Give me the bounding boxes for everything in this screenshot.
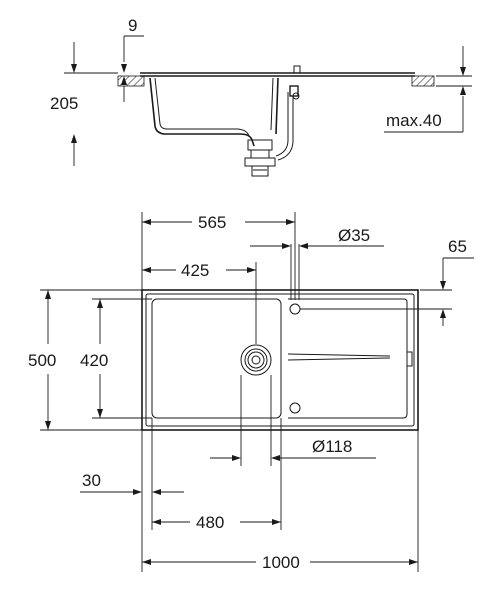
overall-depth-label: 500 bbox=[28, 351, 56, 370]
side-thickness-label: 9 bbox=[128, 16, 137, 35]
to-drain-center-label: 425 bbox=[181, 261, 209, 280]
bowl-offset-label: 30 bbox=[82, 471, 101, 490]
side-worktop-label: max.40 bbox=[386, 111, 442, 130]
bowl bbox=[151, 298, 282, 419]
tap-hole bbox=[289, 303, 301, 315]
overflow-hole bbox=[289, 402, 301, 414]
bowl-width-label: 480 bbox=[196, 513, 224, 532]
side-view: 9 205 max.40 bbox=[50, 16, 472, 177]
worktop-right bbox=[411, 75, 435, 87]
bowl-depth-label: 420 bbox=[80, 351, 108, 370]
side-depth-label: 205 bbox=[50, 94, 78, 113]
top-view: 565 Ø35 425 65 500 bbox=[28, 212, 474, 572]
drain-diameter-label: Ø118 bbox=[312, 437, 352, 456]
worktop-left bbox=[117, 75, 145, 87]
tap-hole-diameter-label: Ø35 bbox=[338, 226, 370, 245]
sink-profile bbox=[140, 65, 415, 177]
overall-width-label: 1000 bbox=[262, 553, 300, 572]
sink-outline bbox=[141, 289, 419, 431]
drain bbox=[240, 344, 272, 376]
tap-hole-offset-label: 65 bbox=[448, 237, 467, 256]
to-tap-hole-label: 565 bbox=[198, 213, 226, 232]
